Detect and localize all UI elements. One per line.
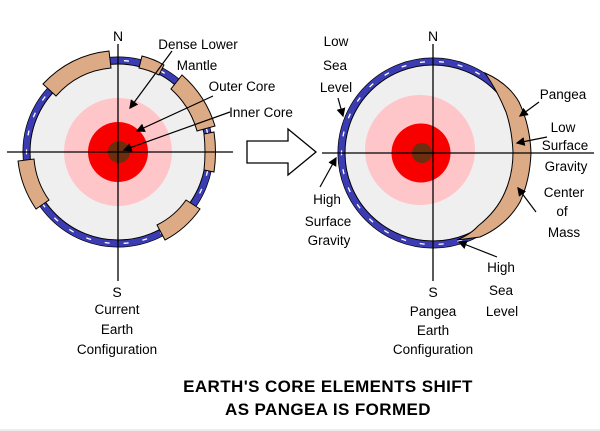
high-sea-level-label-line3: Level xyxy=(486,304,518,319)
low-sea-level-arrow xyxy=(336,97,346,118)
low-sea-level-label-line3: Level xyxy=(320,80,352,95)
low-sea-level-label-line2: Sea xyxy=(323,58,348,73)
low-surface-gravity-label-line3: Gravity xyxy=(545,159,588,174)
high-surface-gravity-label-line1: High xyxy=(313,192,341,207)
right-caption-line3: Configuration xyxy=(393,342,473,357)
outer-core-label: Outer Core xyxy=(209,79,276,94)
low-surface-gravity-label-line2: Surface xyxy=(542,138,589,153)
high-sea-level-label-line2: Sea xyxy=(489,283,514,298)
high-sea-level-label-line1: High xyxy=(487,260,515,275)
inner-core-label: Inner Core xyxy=(229,105,293,120)
high-sea-level-arrow xyxy=(457,240,498,258)
current-earth-diagram: N S Current Earth Configuration Dense Lo… xyxy=(7,28,293,357)
high-surface-gravity-label-line3: Gravity xyxy=(308,233,351,248)
pangea-arrow xyxy=(518,101,540,117)
right-south-label: S xyxy=(428,284,437,300)
low-surface-gravity-arrow xyxy=(515,136,548,146)
left-continents xyxy=(17,50,216,241)
outer-core-arrow xyxy=(135,95,214,132)
center-of-mass-arrow xyxy=(517,186,537,213)
right-north-label: N xyxy=(428,28,438,44)
right-caption-line2: Earth xyxy=(417,323,449,338)
continent-upper-right xyxy=(170,74,216,132)
dense-lower-mantle-arrow xyxy=(129,50,173,110)
left-north-label: N xyxy=(113,28,123,44)
continent-left xyxy=(17,158,50,210)
continent-upper-left xyxy=(42,50,112,97)
figure-title-line2: AS PANGEA IS FORMED xyxy=(225,400,431,419)
figure-title-line1: EARTH'S CORE ELEMENTS SHIFT xyxy=(183,377,473,396)
transition-block-arrow xyxy=(246,127,318,177)
pangea-earth-diagram: N S Pangea Earth Configuration Low Sea L… xyxy=(305,28,594,357)
dense-lower-mantle-label-line2: Mantle xyxy=(177,58,218,73)
high-surface-gravity-arrow xyxy=(319,156,337,188)
center-of-mass-label-line1: Center xyxy=(544,185,585,200)
pangea-label: Pangea xyxy=(540,87,587,102)
center-of-mass-label-line2: of xyxy=(556,204,568,219)
left-caption-line1: Current xyxy=(94,302,139,317)
inner-core-arrow xyxy=(122,111,231,152)
high-surface-gravity-label-line2: Surface xyxy=(305,214,352,229)
left-caption-line3: Configuration xyxy=(77,342,157,357)
low-surface-gravity-label-line1: Low xyxy=(551,120,576,135)
right-caption-line1: Pangea xyxy=(410,304,457,319)
low-sea-level-label-line1: Low xyxy=(324,34,349,49)
continent-lower-right xyxy=(156,199,201,241)
center-of-mass-label-line3: Mass xyxy=(548,225,581,240)
dense-lower-mantle-label-line1: Dense Lower xyxy=(158,37,238,52)
pangea-continent xyxy=(456,71,532,241)
left-caption-line2: Earth xyxy=(101,322,133,337)
left-south-label: S xyxy=(112,284,121,300)
